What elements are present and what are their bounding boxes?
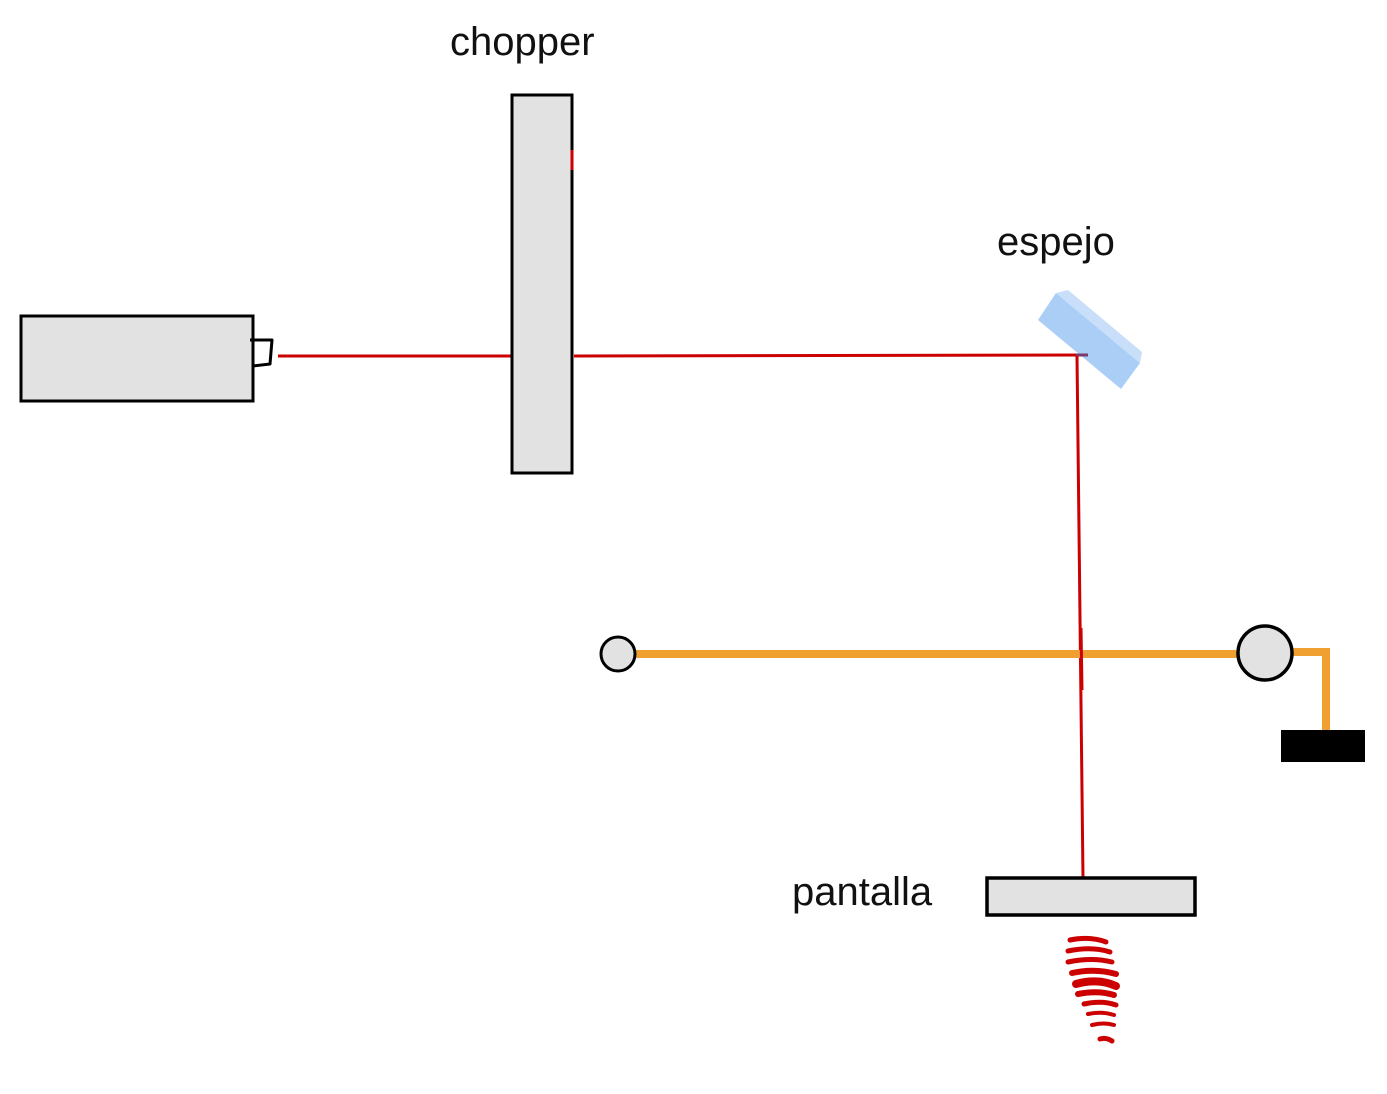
fringe: [1067, 935, 1109, 945]
fringe: [1086, 1010, 1116, 1017]
fringe: [1090, 1021, 1116, 1027]
fringe: [1072, 977, 1120, 990]
laser-body: [19, 314, 255, 403]
fringe: [1069, 967, 1119, 977]
small-pulley: [599, 635, 637, 673]
mirror-label: espejo: [997, 220, 1115, 264]
beam-crossing: [1079, 627, 1084, 691]
interference-pattern: [1065, 935, 1120, 1044]
laser-aperture: [250, 338, 274, 368]
laser-source: [19, 314, 274, 403]
screen: [985, 876, 1197, 917]
fringe: [1097, 1035, 1115, 1044]
chopper: [510, 93, 574, 475]
laser-beam-segment-2: [573, 353, 1087, 358]
fringe: [1065, 957, 1115, 965]
fringe: [1081, 999, 1119, 1008]
hanging-weight: [1281, 730, 1365, 762]
weight-string: [1290, 648, 1330, 732]
fringe: [1075, 989, 1117, 998]
mirror: [1038, 290, 1142, 389]
chopper-label: chopper: [450, 20, 595, 64]
mirror-glass: [1038, 293, 1140, 389]
mirror-edge: [1056, 290, 1142, 363]
screen-label: pantalla: [792, 870, 933, 914]
fringe: [1065, 946, 1113, 955]
laser-beam-segment-3: [1075, 355, 1085, 879]
large-pulley: [1236, 624, 1294, 682]
